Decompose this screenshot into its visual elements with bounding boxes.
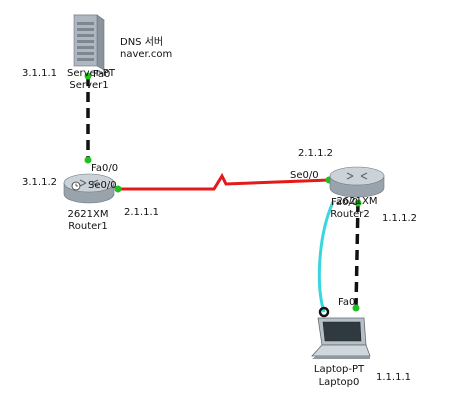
router-icon <box>329 166 385 198</box>
router2-se00-label: Se0/0 <box>290 170 319 181</box>
server1-ip-label: 3.1.1.1 <box>22 68 57 79</box>
port-light-router1-se00 <box>114 185 122 193</box>
router1-ip-label: 3.1.1.2 <box>22 177 57 188</box>
link-router2-laptop0[interactable] <box>354 201 360 309</box>
router-icon <box>63 173 115 204</box>
server-icon <box>73 14 105 71</box>
laptop0-fa0-label: Fa0 <box>338 297 355 308</box>
laptop0-ip-label: 1.1.1.1 <box>376 372 411 383</box>
router1-serial-ip-label: 2.1.1.1 <box>124 207 159 218</box>
laptop0-name-label: Laptop0 <box>319 377 360 388</box>
port-light-router1-fa00 <box>84 156 92 164</box>
router1-fa00-label: Fa0/0 <box>91 163 118 174</box>
server1-name-label: Server1 <box>69 80 108 91</box>
device-router1[interactable]: 2621XM Router1 <box>63 173 115 232</box>
dns-note-line2: naver.com <box>120 49 172 60</box>
router1-name-label: Router1 <box>68 221 108 232</box>
router2-lan-ip-label: 1.1.1.2 <box>382 213 417 224</box>
laptop-icon <box>311 317 371 359</box>
port-light-server1-fa0 <box>84 72 92 80</box>
router1-se00-label: Se0/0 <box>88 180 117 191</box>
router2-name-label: Router2 <box>330 209 370 220</box>
router2-serial-ip-label: 2.1.1.2 <box>298 148 333 159</box>
server1-model-label: Server-PT <box>67 68 116 79</box>
port-light-router2-fa00 <box>354 199 362 207</box>
router2-model-label: 2621XM <box>337 196 378 207</box>
console-plug <box>318 306 330 318</box>
router2-fa00-label: Fa0/0 <box>331 197 358 208</box>
device-laptop0[interactable]: Laptop-PT Laptop0 <box>311 317 371 388</box>
device-router2[interactable]: 2621XM Router2 <box>329 166 385 220</box>
links <box>86 76 360 313</box>
link-console-cable[interactable] <box>317 201 335 313</box>
server1-fa0-label: Fa0 <box>93 69 110 80</box>
device-server1[interactable]: Server-PT Server1 <box>67 14 116 91</box>
router1-model-label: 2621XM <box>68 209 109 220</box>
laptop0-model-label: Laptop-PT <box>314 364 365 375</box>
port-light-laptop0-fa0 <box>352 304 360 312</box>
dns-note-line1: DNS 서버 <box>120 36 163 48</box>
link-router1-router2-serial[interactable] <box>118 172 331 191</box>
